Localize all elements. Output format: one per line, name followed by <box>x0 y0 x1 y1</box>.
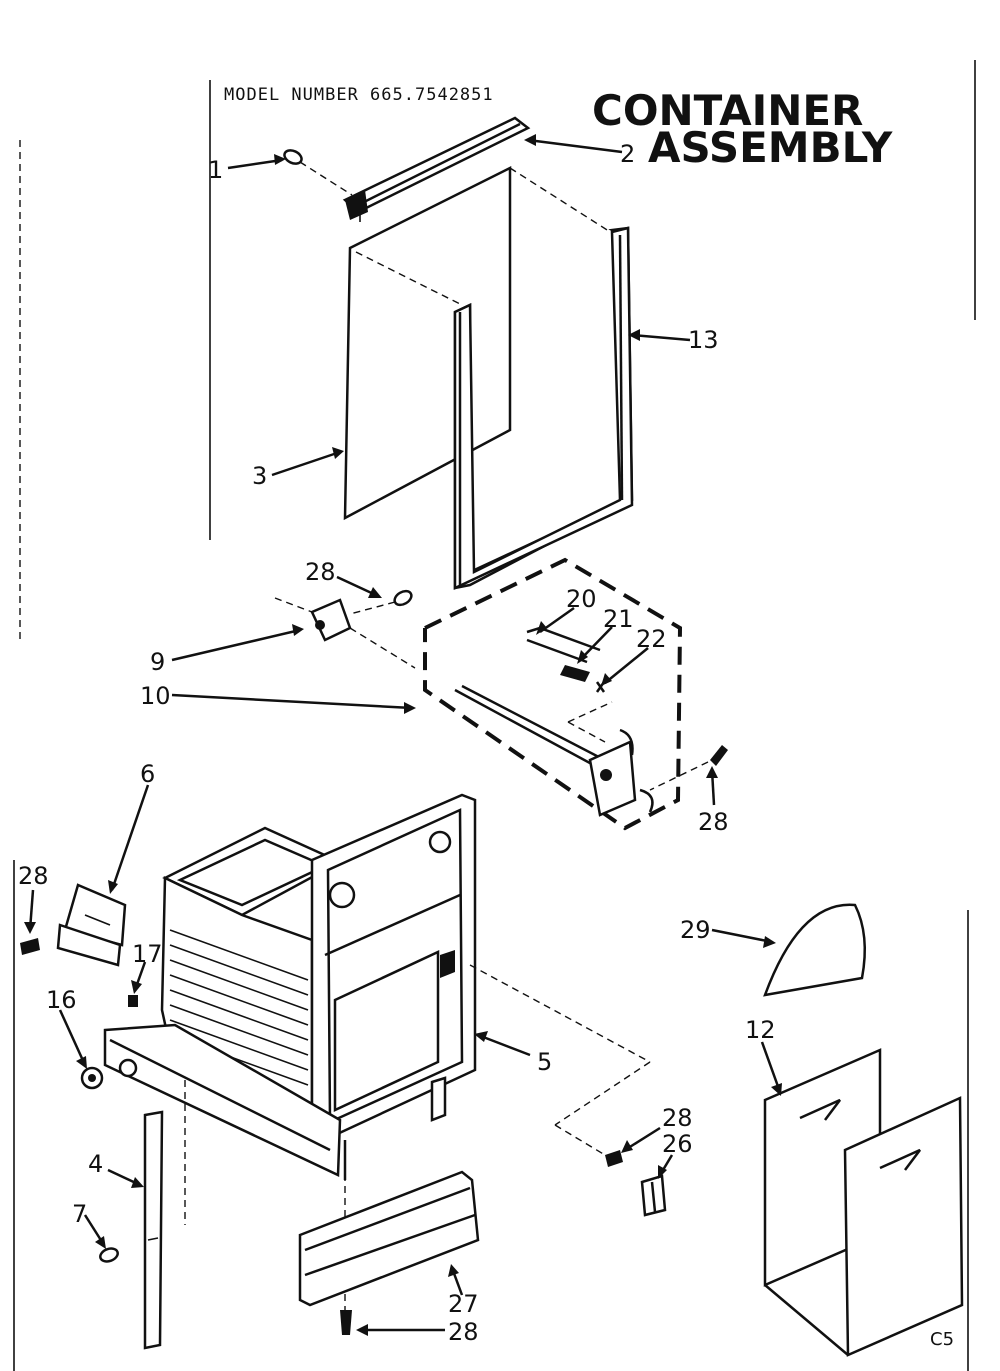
callout-20: 20 <box>566 585 597 613</box>
callout-2: 2 <box>620 140 635 168</box>
callout-22: 22 <box>636 625 667 653</box>
title-line-2: ASSEMBLY <box>648 123 893 172</box>
callout-1: 1 <box>208 156 223 184</box>
callout-3: 3 <box>252 462 267 490</box>
callout-26: 26 <box>662 1130 693 1158</box>
callout-27: 27 <box>448 1290 479 1318</box>
part-28-screw-e <box>340 1310 352 1335</box>
part-27-kick-plate <box>298 1170 480 1307</box>
leader-lines <box>24 134 782 1336</box>
callout-16: 16 <box>46 986 77 1014</box>
part-1-screw <box>283 149 353 196</box>
callout-4: 4 <box>88 1150 103 1178</box>
callout-labels: 1 2 13 3 28 20 21 22 9 10 28 6 28 17 16 … <box>18 140 776 1346</box>
callout-13: 13 <box>688 326 719 354</box>
callout-12: 12 <box>745 1016 776 1044</box>
part-3-panel <box>343 165 616 521</box>
part-2-top-trim <box>342 116 531 222</box>
part-9-bracket <box>274 597 416 669</box>
part-6-hinge <box>56 883 127 967</box>
callout-9: 9 <box>150 648 165 676</box>
callout-28-a: 28 <box>305 558 336 586</box>
part-29-lid <box>763 903 867 997</box>
callout-28-e: 28 <box>448 1318 479 1346</box>
callout-6: 6 <box>140 760 155 788</box>
part-12-bag <box>763 1048 964 1357</box>
callout-17: 17 <box>132 940 163 968</box>
part-7-screw <box>99 1247 119 1263</box>
callout-21: 21 <box>603 605 634 633</box>
part-28-screw-b <box>649 745 728 791</box>
part-28-screw-a <box>349 589 413 615</box>
part-4-rail <box>143 1110 164 1350</box>
model-number: MODEL NUMBER 665.7542851 <box>224 85 494 105</box>
part-28-screw-d <box>605 1150 623 1167</box>
part-13-frame <box>453 226 634 590</box>
callout-28-d: 28 <box>662 1104 693 1132</box>
callout-5: 5 <box>537 1048 552 1076</box>
callout-28-c: 28 <box>18 862 49 890</box>
part-10-assembly <box>423 557 683 831</box>
part-28-screw-c <box>20 938 40 955</box>
part-26-clip <box>640 1174 667 1217</box>
part-16-knob <box>80 1066 104 1090</box>
part-17-nut <box>128 995 138 1007</box>
corner-code: C5 <box>930 1329 954 1350</box>
part-5-cabinet <box>103 793 651 1320</box>
callout-7: 7 <box>72 1200 87 1228</box>
title-line-1: CONTAINER <box>592 86 863 135</box>
callout-10: 10 <box>140 682 171 710</box>
callout-28-b: 28 <box>698 808 729 836</box>
callout-29: 29 <box>680 916 711 944</box>
